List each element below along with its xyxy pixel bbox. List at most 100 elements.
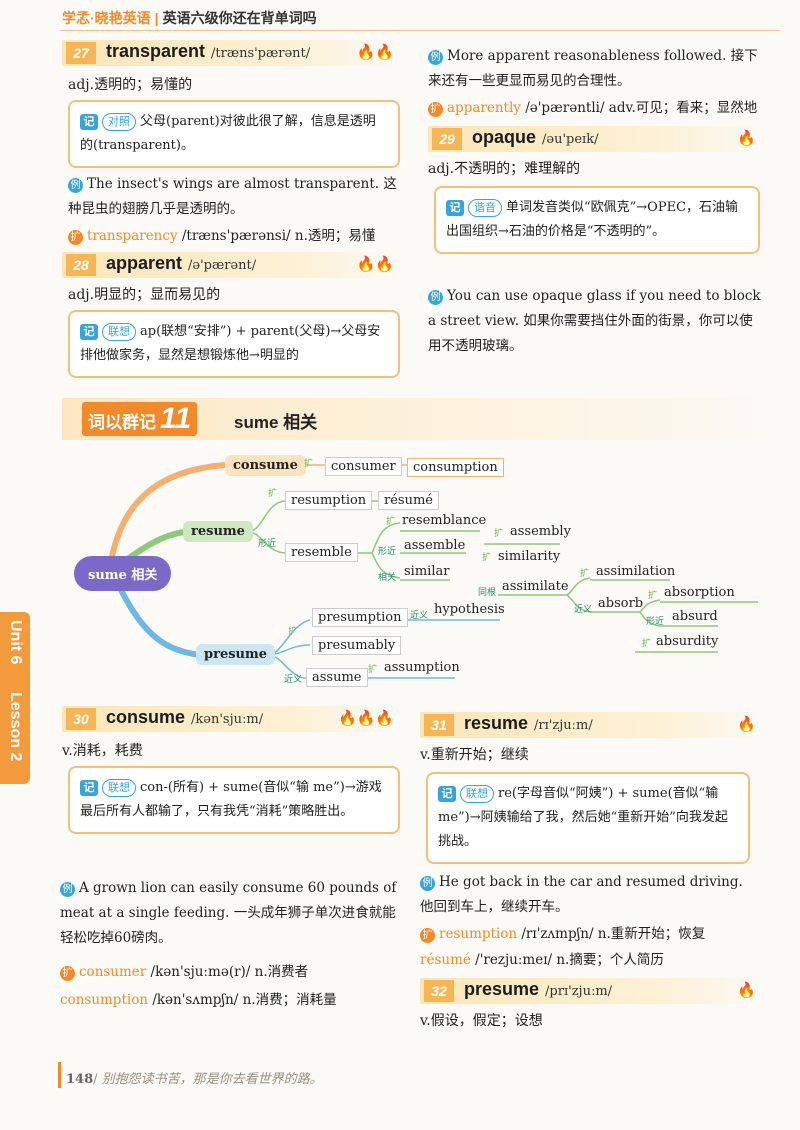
word-number: 32 <box>424 980 454 1002</box>
word-headword: presume/prɪ'zjuːm/ <box>464 979 613 999</box>
label-synonym: 近义 <box>410 611 429 621</box>
memo-text: 父母(parent)对彼此很了解，信息是透明的(transparent)。 <box>80 114 376 153</box>
word-number: 28 <box>66 254 96 276</box>
label-extend: 扩 <box>580 569 590 579</box>
memo-icon: 记 <box>80 780 98 796</box>
node-presumption: presumption <box>312 608 408 627</box>
frequency-flame-icon: 🔥🔥🔥 <box>337 709 394 727</box>
node-absurd: absurd <box>672 609 718 624</box>
word-bar-30: 30 consume/kən'sjuːm/ 🔥🔥🔥 <box>62 706 402 732</box>
lesson-label: Lesson 2 <box>7 692 24 762</box>
word-headword: transparent/træns'pærənt/ <box>106 41 311 61</box>
node-absurdity: absurdity <box>656 634 719 649</box>
memo-tag: 对照 <box>102 113 136 131</box>
definition: adj.不透明的；难理解的 <box>428 161 581 177</box>
node-hypothesis: hypothesis <box>434 602 505 617</box>
label-similar-form: 形近 <box>378 547 397 557</box>
label-extend: 扩 <box>288 627 298 637</box>
memo-box: 记谐音单词发音类似“欧佩克”→OPEC，石油输出国组织→石油的价格是“不透明的”… <box>434 186 760 254</box>
unit-label: Unit 6 <box>7 620 24 665</box>
frequency-flame-icon: 🔥 <box>737 129 756 147</box>
section-title: sume 相关 <box>234 413 318 432</box>
node-assimilate: assimilate <box>502 579 569 594</box>
example-icon: 例 <box>60 882 75 897</box>
node-consumption: consumption <box>407 458 504 477</box>
word-headword: opaque/əu'peɪk/ <box>472 127 599 147</box>
definition: v.重新开始；继续 <box>420 747 529 763</box>
example-icon: 例 <box>68 178 83 193</box>
node-absorption: absorption <box>664 585 735 600</box>
definition: v.消耗，耗费 <box>62 743 143 759</box>
label-extend: 扩 <box>386 517 396 527</box>
extension: résumé /'rezjuːmeɪ/ n.摘要；个人简历 <box>420 952 664 968</box>
memo-text: con-(所有) + sume(音似“输 me”)→游戏最后所有人都输了，只有我… <box>80 780 382 819</box>
word-bar-32: 32 presume/prɪ'zjuːm/ 🔥 <box>420 978 764 1004</box>
node-assumption: assumption <box>384 660 460 675</box>
extend-icon: 扩 <box>428 102 443 117</box>
node-resemblance: resemblance <box>402 513 487 528</box>
memo-icon: 记 <box>446 200 464 216</box>
memo-text: 单词发音类似“欧佩克”→OPEC，石油输出国组织→石油的价格是“不透明的”。 <box>446 200 739 239</box>
extension: consumption /kən'sʌmpʃn/ n.消费；消耗量 <box>60 992 337 1008</box>
mindmap-center: sume 相关 <box>74 556 172 591</box>
brand: 学孞·晓艳英语 <box>62 10 151 26</box>
label-extend: 扩 <box>494 529 504 539</box>
frequency-flame-icon: 🔥🔥 <box>356 255 394 273</box>
label-extend: 扩 <box>648 591 658 601</box>
page-number: 148 <box>66 1072 94 1087</box>
word-number: 31 <box>424 714 454 736</box>
memo-icon: 记 <box>80 114 98 130</box>
definition: adj.透明的；易懂的 <box>68 77 193 93</box>
word-number: 29 <box>432 128 462 150</box>
frequency-flame-icon: 🔥 <box>737 715 756 733</box>
label-extend: 扩 <box>482 553 492 563</box>
extend-icon: 扩 <box>420 928 435 943</box>
label-similar-form: 形近 <box>258 539 277 549</box>
node-resemble: resemble <box>285 543 358 562</box>
node-assimilation: assimilation <box>596 564 676 579</box>
frequency-flame-icon: 🔥 <box>737 981 756 999</box>
node-assembly: assembly <box>510 524 571 539</box>
node-resume: resume <box>183 521 253 542</box>
node-presume: presume <box>196 644 276 665</box>
label-extend: 扩 <box>642 639 652 649</box>
word-bar-31: 31 resume/rɪ'zjuːm/ 🔥 <box>420 712 764 738</box>
node-absorb: absorb <box>598 596 644 611</box>
header-divider <box>60 30 780 31</box>
node-presumably: presumably <box>312 636 402 655</box>
node-consumer: consumer <box>325 457 402 476</box>
extend-icon: 扩 <box>68 230 83 245</box>
memo-icon: 记 <box>80 324 98 340</box>
word-headword: resume/rɪ'zjuːm/ <box>464 713 593 733</box>
unit-side-tab: Unit 6 Lesson 2 <box>0 612 30 784</box>
footer-bar <box>58 1062 61 1088</box>
page-footer: 148/ 别抱怨读书苦，那是你去看世界的路。 <box>66 1072 323 1087</box>
memo-text: ap(联想“安排”) + parent(父母)→父母安排他做家务，显然是想锻炼他… <box>80 324 381 363</box>
node-resumption: resumption <box>285 491 373 510</box>
example-icon: 例 <box>428 290 443 305</box>
label-related: 相关 <box>378 573 397 583</box>
label-synonym: 近义 <box>574 605 593 615</box>
word-bar-29: 29 opaque/əu'peɪk/ 🔥 <box>428 126 764 152</box>
word-headword: apparent/ə'pærənt/ <box>106 253 257 273</box>
label-synonym: 近义 <box>284 675 303 685</box>
label-extend: 扩 <box>304 459 314 469</box>
word-number: 27 <box>66 42 96 64</box>
label-same-root: 同根 <box>478 588 497 598</box>
label-extend: 扩 <box>368 665 378 675</box>
node-assemble: assemble <box>404 538 466 553</box>
memo-box: 记对照父母(parent)对彼此很了解，信息是透明的(transparent)。 <box>68 100 400 168</box>
memo-tag: 联想 <box>460 785 494 803</box>
